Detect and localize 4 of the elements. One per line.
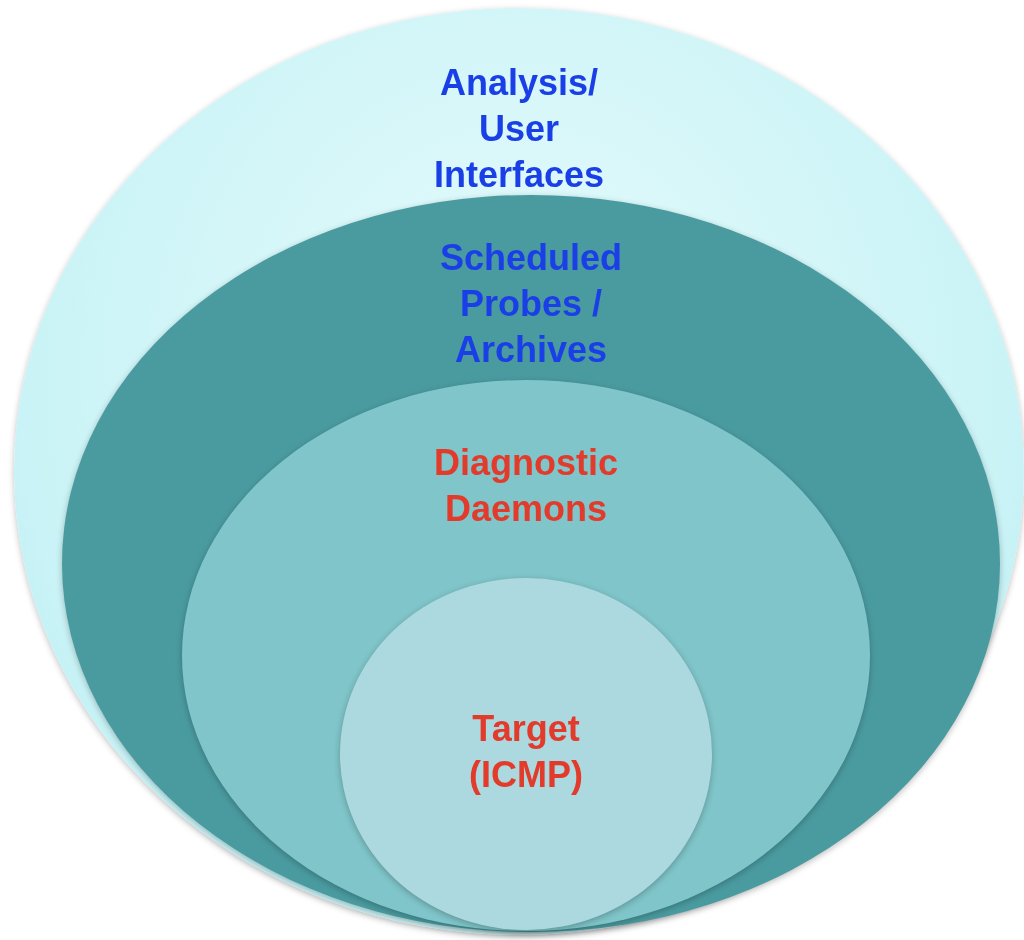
layer-label: Scheduled Probes / Archives <box>438 236 623 372</box>
layer-label: Target (ICMP) <box>468 707 584 797</box>
layer-label: Analysis/ User Interfaces <box>432 61 606 197</box>
layer-label: Diagnostic Daemons <box>433 441 619 531</box>
